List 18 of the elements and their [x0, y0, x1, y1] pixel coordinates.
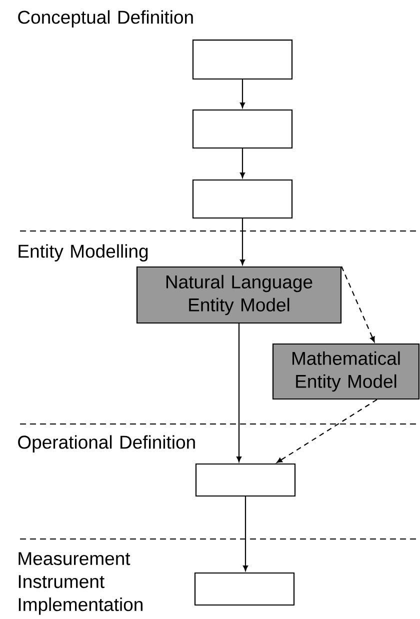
- section-label: Operational Definition: [18, 435, 195, 452]
- section-label: Conceptual Definition: [18, 10, 193, 28]
- model-box: Mathematical Entity Model: [272, 343, 420, 400]
- arrow: [240, 148, 246, 178]
- arrow: [341, 266, 375, 342]
- arrow: [276, 399, 378, 463]
- arrow: [240, 80, 246, 108]
- model-box: Natural Language Entity Model: [136, 266, 342, 324]
- process-box: [192, 109, 293, 149]
- arrow: [236, 324, 242, 462]
- process-box: [192, 179, 293, 219]
- process-box: [194, 572, 295, 606]
- arrow: [240, 218, 246, 265]
- section-label: Entity Modelling: [18, 244, 148, 262]
- process-box: [195, 463, 296, 497]
- process-box: [192, 39, 293, 80]
- arrow: [242, 496, 248, 571]
- section-label: Measurement Instrument Implementation: [18, 552, 142, 615]
